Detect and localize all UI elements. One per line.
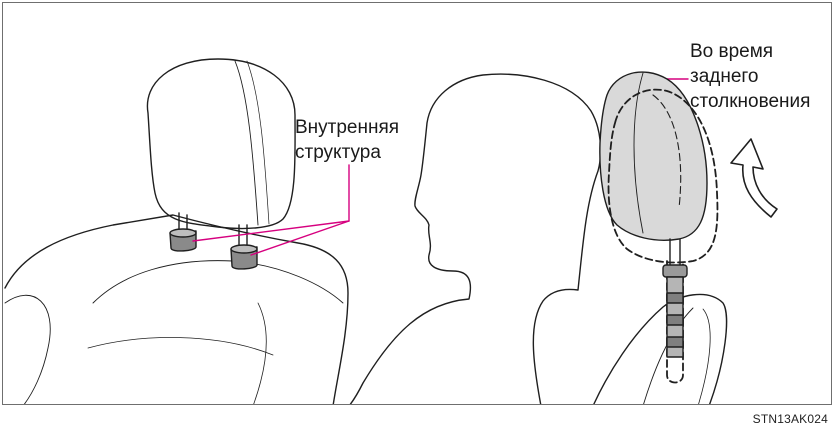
left-seatback-fold-1 bbox=[5, 295, 50, 405]
inner-structure-label: Внутренняя структура bbox=[295, 115, 399, 165]
left-seatback-fold-3 bbox=[253, 303, 266, 405]
figure-code: STN13AK024 bbox=[753, 412, 828, 426]
rear-collision-label: Во время заднего столкновения bbox=[690, 39, 810, 114]
left-headrest-outline bbox=[147, 59, 295, 228]
curved-arrow-shape bbox=[731, 139, 777, 217]
rear-collision-line-3: столкновения bbox=[690, 89, 810, 114]
right-post bbox=[663, 239, 687, 357]
right-post-band-3 bbox=[667, 337, 683, 347]
left-seatback-seam bbox=[93, 261, 343, 303]
curved-up-arrow-icon bbox=[731, 139, 777, 217]
right-seatback-outline bbox=[593, 294, 727, 405]
figure-frame: Внутренняя структура Во время заднего ст… bbox=[2, 2, 832, 405]
left-headrest-seam bbox=[235, 61, 258, 225]
right-seat bbox=[593, 294, 727, 405]
left-seatback-fold-2 bbox=[88, 338, 273, 355]
inner-structure-line-1: Внутренняя bbox=[295, 115, 399, 140]
right-post-band-2 bbox=[667, 315, 683, 325]
right-seatback-fold bbox=[698, 309, 710, 405]
rear-collision-line-2: заднего bbox=[690, 64, 810, 89]
right-post-band-1 bbox=[667, 293, 683, 303]
right-guide-top bbox=[663, 265, 687, 277]
left-headrest-seam-2 bbox=[247, 61, 269, 224]
left-guide-2-top bbox=[231, 245, 257, 253]
inner-structure-line-2: структура bbox=[295, 140, 399, 165]
rear-collision-line-1: Во время bbox=[690, 39, 810, 64]
left-guide-1-top bbox=[170, 229, 196, 237]
